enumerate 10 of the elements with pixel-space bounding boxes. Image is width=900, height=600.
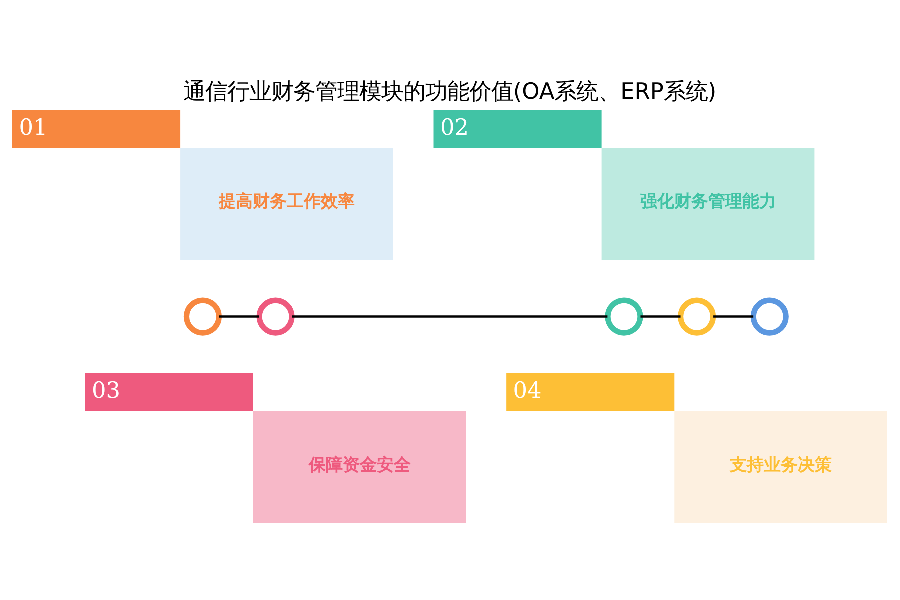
diagram-title: 通信行业财务管理模块的功能价值(OA系统、ERP系统) — [183, 78, 717, 105]
node-circle — [605, 298, 644, 336]
node-circle — [256, 298, 295, 336]
connector — [219, 316, 260, 318]
node-circle — [184, 298, 222, 336]
node-circle — [750, 298, 789, 336]
connector — [292, 316, 608, 318]
node-circle — [678, 298, 716, 336]
connector — [640, 316, 681, 318]
connector — [714, 316, 754, 318]
